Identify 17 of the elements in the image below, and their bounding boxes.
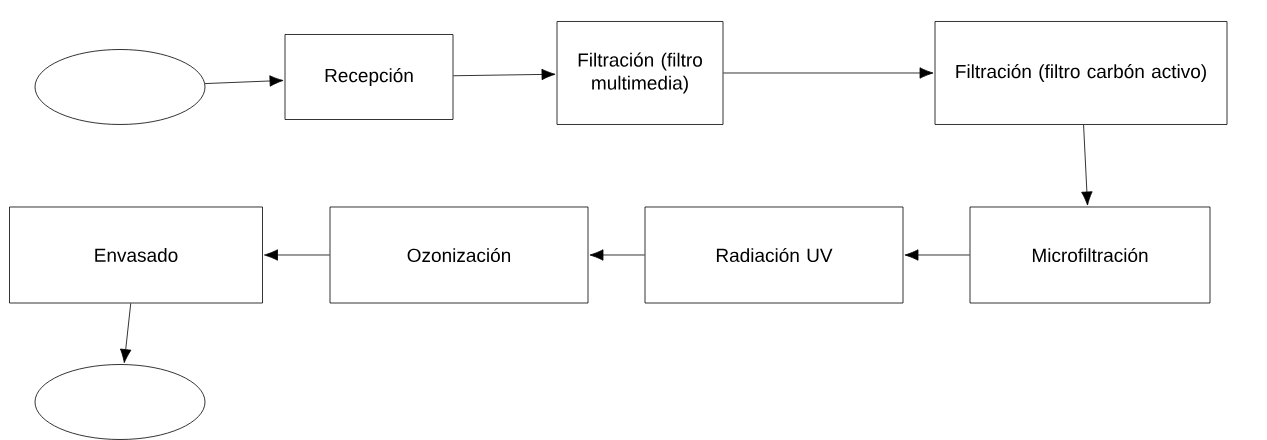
process-box: Recepción [284,34,454,120]
process-box: Filtración (filtro multimedia) [556,21,724,125]
arrow [453,68,556,81]
arrow [1081,124,1093,206]
arrow [589,249,645,261]
arrow [204,75,284,87]
arrow [904,249,970,261]
terminal-ellipse [34,364,206,440]
terminal-ellipse [34,49,206,125]
arrow [723,67,934,79]
process-box: Radiación UV [644,206,904,304]
arrow [120,303,132,363]
process-box: Filtración (filtro carbón activo) [934,21,1228,125]
process-box: Envasado [9,206,263,304]
process-box: Ozonización [329,206,589,304]
process-box: Microfiltración [969,206,1211,304]
arrow [264,249,330,261]
